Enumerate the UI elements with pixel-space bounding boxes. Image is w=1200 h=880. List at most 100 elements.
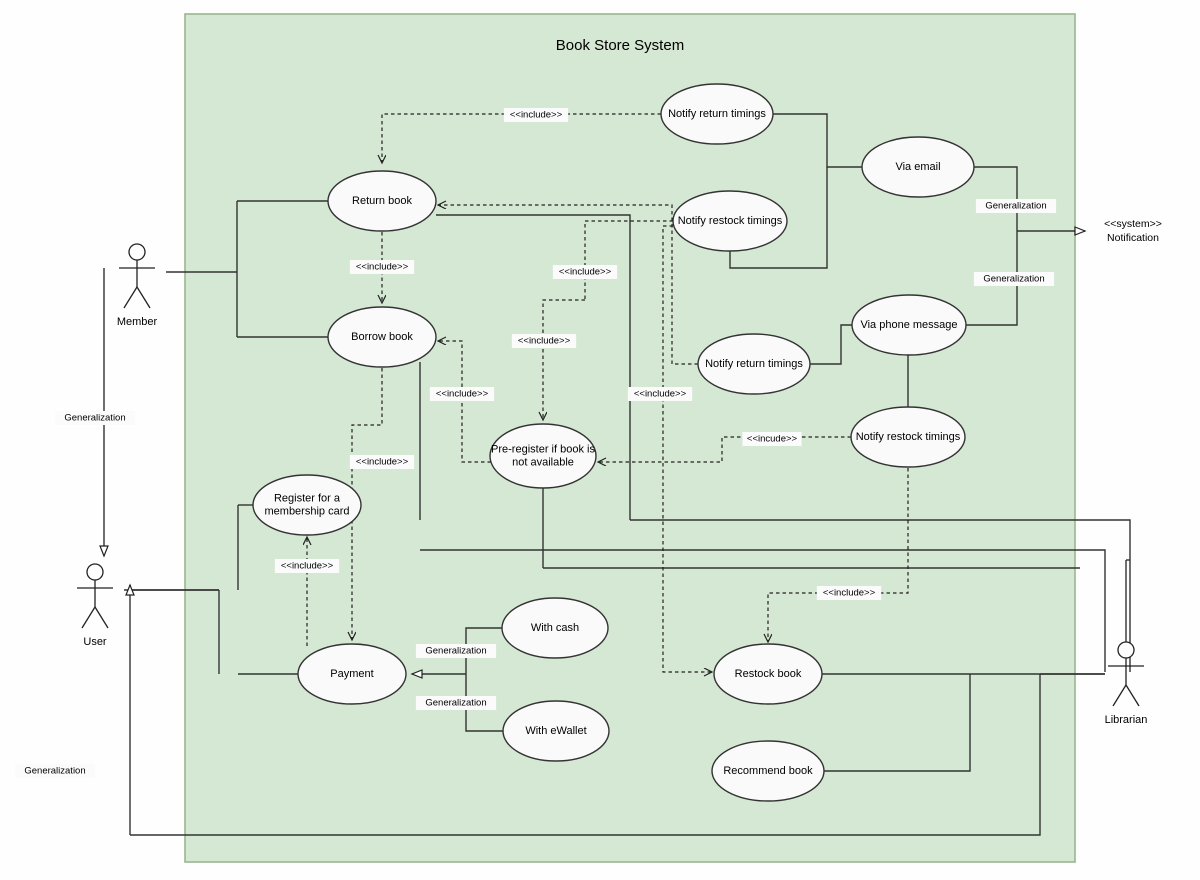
actor-head-icon — [1117, 641, 1135, 659]
edge-label-inc-prereg-right: <<include>> — [627, 387, 693, 401]
edge-label-inc-return-prereg: <<include>> — [552, 265, 618, 279]
actor-leg-left — [123, 286, 138, 309]
edge-label-gen-member-user: Generalization — [54, 411, 136, 425]
use-case-return-book[interactable]: Return book — [327, 170, 437, 232]
edge-label-text: <<include>> — [634, 389, 687, 400]
use-case-ellipse[interactable] — [501, 597, 609, 659]
use-case-label: Notify return timings — [705, 358, 803, 370]
use-case-via-phone-message[interactable]: Via phone message — [851, 294, 967, 356]
actor-librarian[interactable]: Librarian — [1105, 641, 1148, 726]
use-case-ellipse[interactable] — [327, 306, 437, 368]
edge-label-bg — [349, 260, 415, 274]
edge-label-text: <<include>> — [510, 110, 563, 121]
edge-label-text: <<include>> — [436, 389, 489, 400]
edge-label-text: <<include>> — [559, 267, 612, 278]
edge-label-text: <<include>> — [823, 588, 876, 599]
use-case-label: Via phone message — [860, 319, 957, 331]
use-case-label: With eWallet — [525, 725, 586, 737]
edge-label-gen-via-email: Generalization — [975, 199, 1057, 213]
edge-label-bg — [415, 644, 497, 658]
edge-label-text: Generalization — [983, 274, 1044, 285]
use-case-notify-restock-top[interactable]: Notify restock timings — [672, 190, 788, 252]
use-case-label: Notify restock timings — [856, 431, 961, 443]
use-case-ellipse[interactable] — [672, 190, 788, 252]
edge-label-gen-librarian-user: Generalization — [14, 764, 96, 778]
use-case-notify-restock-mid[interactable]: Notify restock timings — [850, 406, 966, 468]
edge-label-text: <<include>> — [356, 262, 409, 273]
edge-label-text: <<include>> — [356, 457, 409, 468]
edge-label-gen-via-phone: Generalization — [973, 272, 1055, 286]
edge-label-bg — [816, 586, 882, 600]
use-case-ellipse[interactable] — [861, 136, 975, 198]
use-case-ellipse[interactable] — [489, 423, 597, 489]
use-case-label: Notify return timings — [668, 108, 766, 120]
actor-user[interactable]: User — [77, 563, 113, 648]
actor-label: Librarian — [1105, 714, 1148, 726]
actor-member[interactable]: Member — [117, 243, 158, 328]
edge-label-text: <<include>> — [281, 561, 334, 572]
use-case-ellipse[interactable] — [502, 700, 610, 762]
use-case-label: Restock book — [735, 668, 802, 680]
edge-label-inc-payment-register: <<include>> — [274, 559, 340, 573]
use-case-notify-return-mid[interactable]: Notify return timings — [697, 333, 811, 395]
use-case-ellipse[interactable] — [297, 643, 407, 705]
actor-label: Member — [117, 316, 158, 328]
edge-label-bg — [552, 265, 618, 279]
edge-label-incude-restock-mid: <<incude>> — [742, 432, 802, 446]
edge-label-bg — [973, 272, 1055, 286]
edge-label-inc-borrow-prereg-left: <<include>> — [511, 334, 577, 348]
edge-label-gen-with-cash: Generalization — [415, 644, 497, 658]
edge-label-inc-return-borrow: <<include>> — [349, 260, 415, 274]
actor-leg-left — [81, 606, 96, 629]
use-case-recommend-book[interactable]: Recommend book — [711, 740, 825, 802]
use-case-label: Recommend book — [723, 765, 813, 777]
edge-label-bg — [14, 764, 96, 778]
actor-leg-left — [1112, 684, 1127, 707]
system-title: Book Store System — [556, 37, 684, 54]
actor-leg-right — [94, 606, 109, 629]
use-case-label: Payment — [330, 668, 373, 680]
use-case-ellipse[interactable] — [711, 740, 825, 802]
use-case-ellipse[interactable] — [697, 333, 811, 395]
use-case-payment[interactable]: Payment — [297, 643, 407, 705]
external-system-stereotype: <<system>> — [1104, 218, 1162, 230]
use-case-ellipse[interactable] — [713, 643, 823, 705]
edge-label-bg — [274, 559, 340, 573]
edge-label-inc-notify-return-top: <<include>> — [503, 108, 569, 122]
use-case-restock-book[interactable]: Restock book — [713, 643, 823, 705]
use-case-borrow-book[interactable]: Borrow book — [327, 306, 437, 368]
use-case-ellipse[interactable] — [327, 170, 437, 232]
edge-label-gen-with-ewallet: Generalization — [415, 696, 497, 710]
use-case-with-cash[interactable]: With cash — [501, 597, 609, 659]
edge-label-text: Generalization — [24, 766, 85, 777]
use-case-label: With cash — [531, 622, 579, 634]
external-system-notification: <<system>> Notification — [1104, 218, 1162, 244]
use-case-ellipse[interactable] — [252, 474, 362, 536]
use-case-label: Borrow book — [351, 331, 413, 343]
actor-leg-right — [136, 286, 151, 309]
use-case-label: Return book — [352, 195, 412, 207]
edge-label-text: <<incude>> — [747, 434, 798, 445]
edge-label-bg — [54, 411, 136, 425]
edge-label-inc-borrow-right: <<include>> — [429, 387, 495, 401]
edge-label-text: Generalization — [425, 646, 486, 657]
use-case-ellipse[interactable] — [851, 294, 967, 356]
external-system-label: Notification — [1107, 232, 1159, 244]
edge-label-text: Generalization — [985, 201, 1046, 212]
edge-label-bg — [975, 199, 1057, 213]
use-case-ellipse[interactable] — [660, 83, 774, 145]
edge-label-inc-borrow-payment: <<include>> — [349, 455, 415, 469]
use-case-ellipse[interactable] — [850, 406, 966, 468]
use-case-with-ewallet[interactable]: With eWallet — [502, 700, 610, 762]
edge-label-bg — [349, 455, 415, 469]
use-case-via-email[interactable]: Via email — [861, 136, 975, 198]
use-case-notify-return-top[interactable]: Notify return timings — [660, 83, 774, 145]
edge-label-inc-restock-book: <<include>> — [816, 586, 882, 600]
edge-label-bg — [429, 387, 495, 401]
